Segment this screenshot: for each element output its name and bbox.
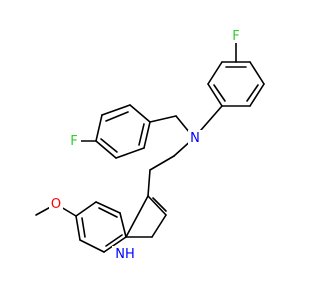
bond: [249, 83, 265, 107]
bond: [101, 104, 131, 116]
bond: [125, 195, 149, 238]
fluorine-label-left: F: [70, 134, 77, 149]
double-bond: [81, 217, 86, 238]
left-fluorophenyl-ring: [75, 104, 151, 159]
bond: [149, 155, 175, 171]
atom-labels: F F N O NH: [49, 28, 243, 262]
amine-nitrogen-label: N: [190, 131, 200, 146]
double-bond: [105, 111, 129, 122]
bond: [95, 114, 103, 142]
upper-fluorophenyl-ring: [207, 37, 265, 107]
bond: [147, 169, 151, 197]
double-bond: [100, 138, 118, 153]
bond: [119, 212, 127, 238]
bond: [129, 104, 151, 123]
structure-canvas: F F N O NH: [35, 28, 265, 262]
molecule-diagram: F F N O NH: [35, 28, 265, 262]
bond: [95, 140, 117, 159]
bond: [147, 195, 167, 216]
double-bond: [105, 234, 123, 247]
bond: [143, 121, 151, 149]
label-background: [230, 28, 243, 43]
double-bond: [138, 123, 145, 146]
double-bond: [98, 207, 118, 218]
label-background: [188, 130, 202, 145]
bond: [149, 115, 177, 123]
double-bond: [246, 84, 259, 102]
label-background: [112, 246, 138, 261]
bond: [249, 61, 265, 85]
label-background: [68, 133, 81, 148]
indole-nitrogen-label: NH: [115, 247, 135, 262]
methoxy-oxygen-label: O: [51, 197, 61, 212]
bond: [207, 83, 223, 107]
indole-ring-system: [35, 169, 167, 253]
double-bond: [213, 84, 226, 102]
bond: [207, 61, 223, 85]
double-bond: [152, 197, 167, 212]
bond: [95, 201, 121, 214]
bond: [115, 147, 145, 159]
label-background: [49, 196, 63, 211]
bond: [75, 201, 97, 217]
bond: [79, 239, 105, 253]
amine-linkers: [149, 105, 223, 171]
bond: [151, 214, 167, 238]
fluorine-label-upper: F: [232, 29, 239, 44]
bond: [75, 215, 81, 241]
bond: [103, 236, 127, 253]
